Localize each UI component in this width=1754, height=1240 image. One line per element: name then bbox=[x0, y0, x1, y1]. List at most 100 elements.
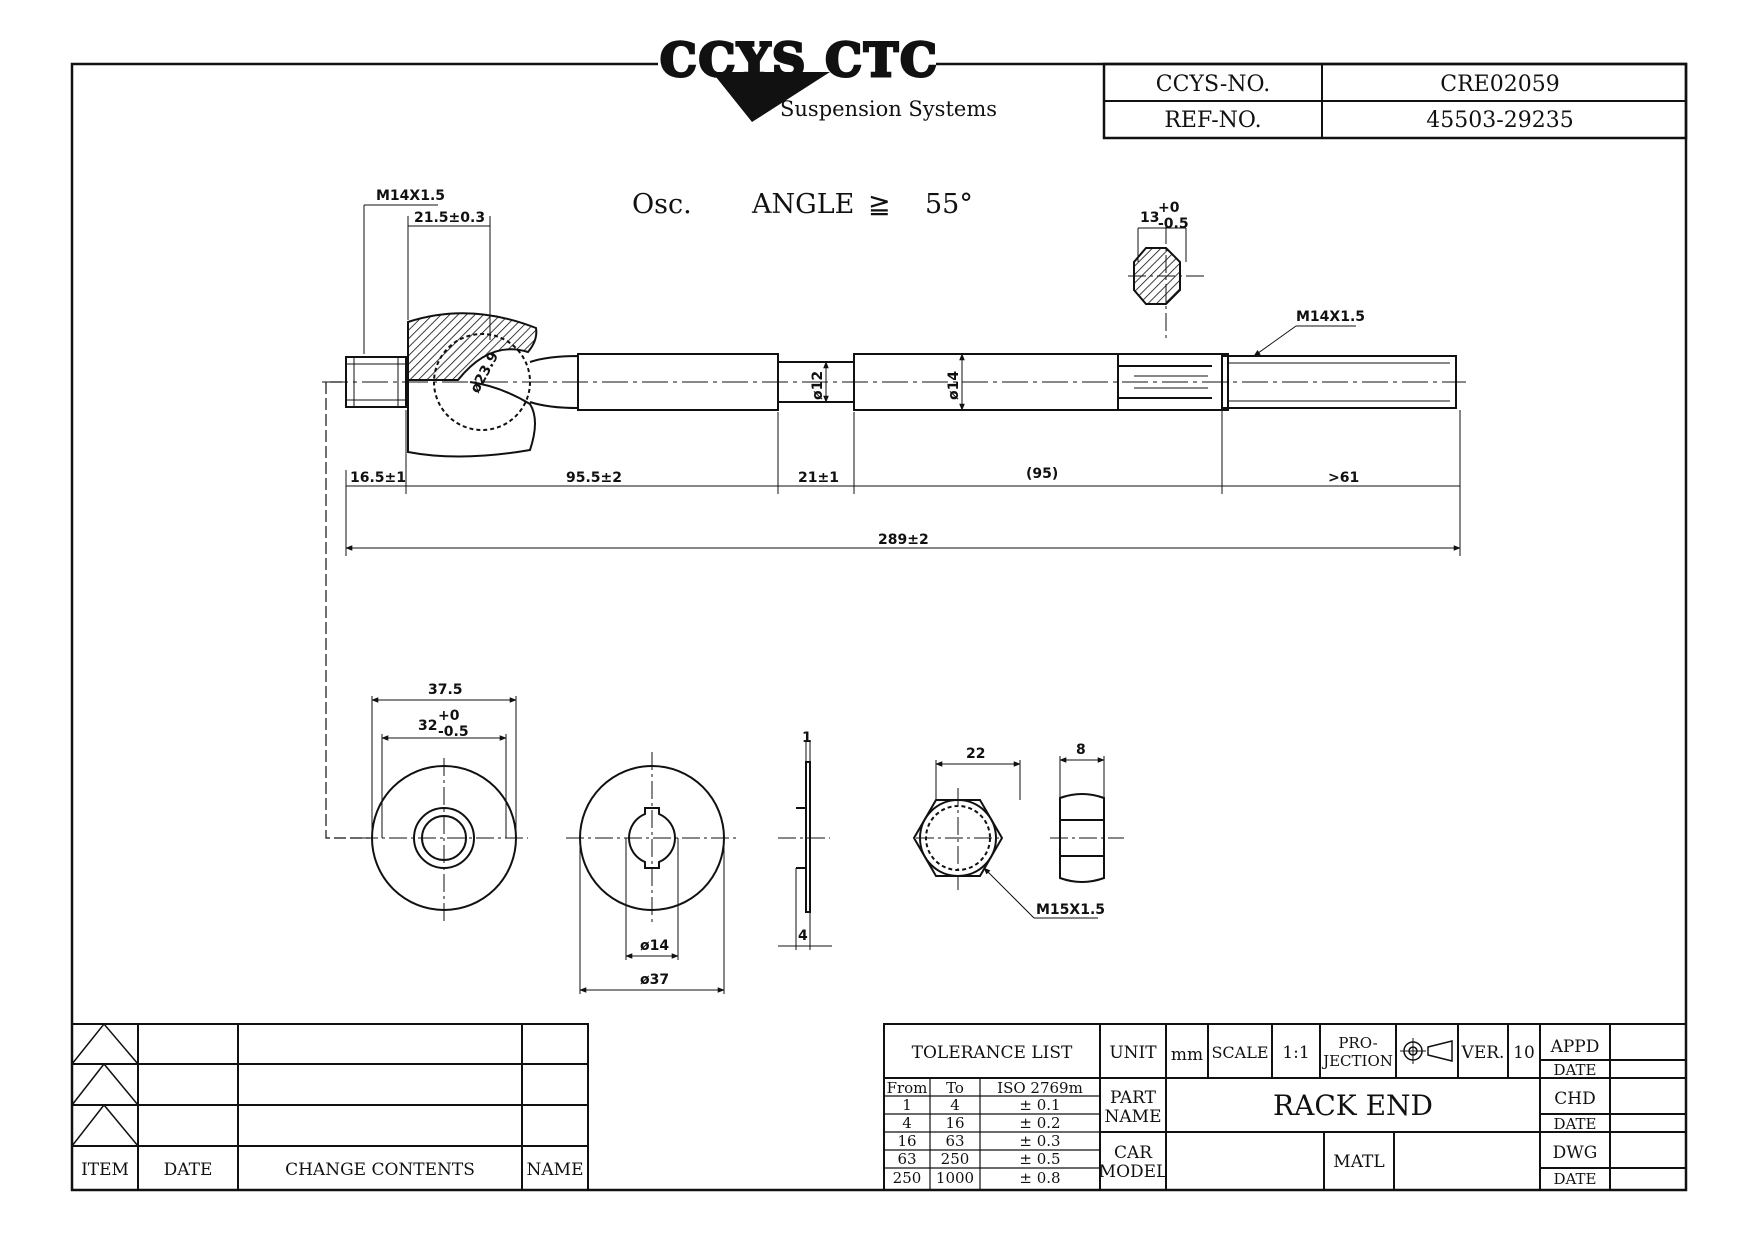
unit-value: mm bbox=[1171, 1045, 1203, 1065]
dim-nut-width: 22 bbox=[966, 746, 985, 762]
logo-tagline: Suspension Systems bbox=[780, 97, 997, 121]
title-block bbox=[883, 1023, 1687, 1191]
nut-side-view bbox=[1050, 756, 1124, 883]
ball-joint bbox=[433, 333, 531, 431]
rack-end-side-view bbox=[322, 312, 1466, 458]
detail-connector-line bbox=[325, 381, 370, 839]
tol-row-2-iso: ± 0.2 bbox=[1019, 1114, 1060, 1132]
appd-label: APPD bbox=[1550, 1037, 1600, 1057]
chd-label: CHD bbox=[1554, 1089, 1595, 1109]
dim-seg-5: >61 bbox=[1328, 470, 1359, 486]
dwg-label: DWG bbox=[1553, 1143, 1598, 1163]
projection-symbol-icon bbox=[1400, 1038, 1453, 1064]
dim-nut-thread: M15X1.5 bbox=[1036, 902, 1105, 918]
osc-label: Osc. bbox=[632, 189, 692, 220]
dim-washer-tol-up: +0 bbox=[438, 708, 460, 724]
ball-housing bbox=[407, 312, 538, 381]
dim-lock-outer: ø37 bbox=[640, 972, 669, 988]
tol-header-from: From bbox=[887, 1079, 928, 1097]
dim-seg-3: 21±1 bbox=[798, 470, 839, 486]
tol-row-5-to: 1000 bbox=[936, 1169, 974, 1187]
tol-header-to: To bbox=[946, 1079, 964, 1097]
rev-header-date: DATE bbox=[164, 1160, 213, 1180]
dim-thread-right: M14X1.5 bbox=[1296, 309, 1365, 325]
rev-header-item: ITEM bbox=[81, 1160, 129, 1180]
tol-row-4-iso: ± 0.5 bbox=[1019, 1150, 1060, 1168]
part-name-value: RACK END bbox=[1273, 1089, 1433, 1122]
washer-view bbox=[360, 696, 528, 924]
logo-triangle-icon bbox=[712, 72, 830, 122]
dwg-date-label: DATE bbox=[1554, 1170, 1597, 1188]
dim-washer-tol-low: -0.5 bbox=[438, 724, 469, 740]
projection-label-2: JECTION bbox=[1321, 1052, 1393, 1070]
tol-row-1-from: 1 bbox=[902, 1096, 912, 1114]
side-view-dimensions bbox=[345, 204, 1461, 556]
rev-header-change: CHANGE CONTENTS bbox=[285, 1160, 475, 1180]
ver-value: 10 bbox=[1513, 1043, 1535, 1063]
projection-label-1: PRO- bbox=[1338, 1034, 1377, 1052]
appd-date-label: DATE bbox=[1554, 1061, 1597, 1079]
unit-label: UNIT bbox=[1109, 1043, 1157, 1063]
tol-row-5-from: 250 bbox=[893, 1169, 922, 1187]
tol-row-5-iso: ± 0.8 bbox=[1019, 1169, 1060, 1187]
scale-value: 1:1 bbox=[1282, 1043, 1309, 1063]
ref-no-value: 45503-29235 bbox=[1426, 108, 1573, 133]
car-model-label-2: MODEL bbox=[1099, 1162, 1168, 1182]
hex-section bbox=[1133, 247, 1181, 305]
dim-washer-outer: 37.5 bbox=[428, 682, 463, 698]
ref-no-label: REF-NO. bbox=[1164, 108, 1261, 133]
tolerance-title: TOLERANCE LIST bbox=[912, 1043, 1073, 1063]
tol-row-2-from: 4 bbox=[902, 1114, 912, 1132]
ver-label: VER. bbox=[1461, 1043, 1505, 1063]
rev-header-name: NAME bbox=[527, 1160, 584, 1180]
logo-text: CCYS CTC bbox=[660, 33, 939, 87]
chd-date-label: DATE bbox=[1554, 1115, 1597, 1133]
tol-row-4-from: 63 bbox=[897, 1150, 916, 1168]
revision-table bbox=[71, 1022, 589, 1191]
drawing-frame bbox=[70, 62, 1688, 1192]
angle-label: ANGLE bbox=[751, 189, 854, 220]
tol-row-3-to: 63 bbox=[945, 1132, 964, 1150]
dim-plate-bottom: 4 bbox=[798, 928, 808, 944]
dim-plate-top: 1 bbox=[802, 730, 812, 746]
part-name-label-1: PART bbox=[1110, 1088, 1157, 1108]
dim-thread-left: M14X1.5 bbox=[376, 188, 445, 204]
lock-plate-side-view bbox=[778, 740, 832, 950]
tol-header-iso: ISO 2769m bbox=[997, 1079, 1083, 1097]
part-name-label-2: NAME bbox=[1105, 1107, 1162, 1127]
revision-triangle-icon bbox=[71, 1022, 139, 1147]
angle-symbol: ≧ bbox=[868, 189, 891, 220]
dim-seg-4: (95) bbox=[1026, 466, 1058, 482]
car-model-label-1: CAR bbox=[1114, 1143, 1153, 1163]
dim-diameter-12: ø12 bbox=[810, 371, 826, 400]
dim-nut-thickness: 8 bbox=[1076, 742, 1086, 758]
hex-section-view bbox=[1128, 226, 1206, 340]
tol-row-3-from: 16 bbox=[897, 1132, 916, 1150]
angle-value: 55° bbox=[925, 189, 973, 220]
dim-lock-inner: ø14 bbox=[640, 938, 669, 954]
dim-seg-2: 95.5±2 bbox=[566, 470, 622, 486]
tol-row-2-to: 16 bbox=[945, 1114, 964, 1132]
hex-dim-tol-low: -0.5 bbox=[1158, 216, 1189, 232]
ccys-no-value: CRE02059 bbox=[1440, 72, 1559, 97]
scale-label: SCALE bbox=[1211, 1043, 1268, 1062]
part-number-box: CCYS-NO. CRE02059 REF-NO. 45503-29235 bbox=[1102, 62, 1688, 140]
dim-washer-inner-base: 32 bbox=[418, 718, 437, 734]
tol-row-1-to: 4 bbox=[950, 1096, 960, 1114]
lock-washer-view bbox=[566, 752, 740, 994]
dim-seg-1: 16.5±1 bbox=[350, 470, 406, 486]
tol-row-3-iso: ± 0.3 bbox=[1019, 1132, 1060, 1150]
hex-dim-base: 13 bbox=[1140, 210, 1159, 226]
dim-overall: 289±2 bbox=[878, 532, 929, 548]
matl-label: MATL bbox=[1333, 1152, 1384, 1172]
tol-row-1-iso: ± 0.1 bbox=[1019, 1096, 1060, 1114]
nut-front-view bbox=[912, 760, 1098, 919]
ccys-no-label: CCYS-NO. bbox=[1156, 72, 1271, 97]
angle-note: Osc. ANGLE ≧ 55° bbox=[632, 189, 973, 220]
dim-diameter-14: ø14 bbox=[946, 371, 962, 400]
dim-ball-length: 21.5±0.3 bbox=[414, 210, 485, 226]
company-logo: CCYS CTC Suspension Systems bbox=[659, 32, 997, 122]
tol-row-4-to: 250 bbox=[941, 1150, 970, 1168]
hex-dim-tol-up: +0 bbox=[1158, 200, 1180, 216]
